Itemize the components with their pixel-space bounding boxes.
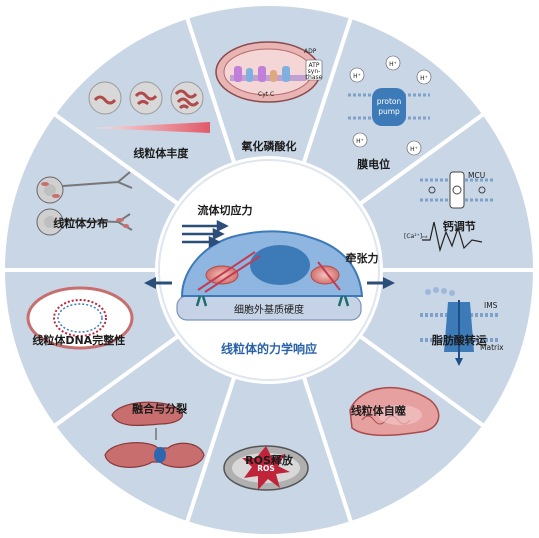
- shear-flow-arrows: [182, 219, 229, 249]
- ros-illustration: ROS: [223, 445, 309, 491]
- stretch-arrow-left: [144, 277, 172, 289]
- oxphos-illustration: ATP syn- thase ADP Cyt C: [215, 41, 323, 103]
- adp-text: ADP: [304, 48, 317, 55]
- integrin: [337, 295, 350, 307]
- stress-fiber: [197, 251, 256, 291]
- segment-label-distribution: 线粒体分布: [53, 216, 108, 230]
- segment-label-calcium: 钙调节: [443, 219, 476, 233]
- distribution-illustration: [36, 171, 133, 236]
- center-cell-illustration: 流体切应力 牵张力 细胞外基质硬度 线粒体的力学响应: [144, 203, 395, 356]
- mtdna-illustration: [26, 286, 134, 350]
- calcium-illustration: MCU [Ca²⁺]ₘₜ: [404, 171, 495, 253]
- stretch-arrow-right: [367, 277, 395, 289]
- shear-stress-label: 流体切应力: [198, 203, 253, 217]
- stress-fiber: [317, 261, 341, 291]
- stress-fiber: [204, 255, 261, 293]
- ring-segment-calcium: [356, 110, 538, 272]
- nucleus: [250, 245, 310, 285]
- atp-synthase-text: ATP: [309, 62, 320, 69]
- svg-text:H⁺: H⁺: [389, 61, 397, 68]
- fatty-acid-illustration: IMS Matrix: [420, 287, 504, 366]
- atp-synthase-text-2: syn-: [308, 68, 321, 75]
- svg-text:H⁺: H⁺: [410, 146, 418, 153]
- mcu-text: MCU: [468, 171, 485, 180]
- stretch-label: 牵张力: [346, 251, 379, 265]
- abundance-illustration: [88, 81, 210, 133]
- segment-label-oxphos: 氧化磷酸化: [241, 139, 297, 153]
- segment-label-membrane-potential: 膜电位: [357, 157, 390, 171]
- integrin: [195, 295, 208, 307]
- svg-text:H⁺: H⁺: [353, 73, 361, 80]
- segment-label-fatty-acid: 脂肪酸转运: [431, 333, 487, 347]
- cyt-c-text: Cyt C: [258, 91, 274, 98]
- ros-burst-text: ROS: [257, 464, 275, 473]
- ims-text: IMS: [484, 301, 498, 310]
- svg-text:H⁺: H⁺: [420, 75, 428, 82]
- ecm-stiffness-label: 细胞外基质硬度: [234, 303, 304, 316]
- center-title: 线粒体的力学响应: [221, 341, 317, 356]
- segment-label-ros: ROS释放: [245, 453, 294, 467]
- ring-segment-fusion-fission: [51, 333, 237, 526]
- calcium-signal-text: [Ca²⁺]ₘₜ: [404, 233, 428, 240]
- segment-label-fusion-fission: 融合与分裂: [132, 401, 187, 415]
- svg-text:H⁺: H⁺: [356, 138, 364, 145]
- proton-icons: H⁺ H⁺ H⁺ H⁺ H⁺: [349, 55, 432, 156]
- mitophagy-illustration: [349, 387, 440, 437]
- fusion-fission-illustration: [104, 401, 205, 468]
- segment-label-mtdna: 线粒体DNA完整性: [32, 333, 125, 347]
- proton-pump-text-2: pump: [378, 107, 400, 116]
- cell-mitochondrion-right: [310, 265, 340, 285]
- membrane-potential-illustration: proton pump H⁺ H⁺ H⁺ H⁺ H⁺: [348, 55, 432, 156]
- atp-synthase-text-3: thase: [306, 74, 323, 81]
- segment-label-mitophagy: 线粒体自噬: [351, 403, 406, 417]
- matrix-text: Matrix: [480, 343, 504, 352]
- segment-label-abundance: 线粒体丰度: [133, 146, 189, 160]
- proton-pump-text: proton: [377, 97, 402, 106]
